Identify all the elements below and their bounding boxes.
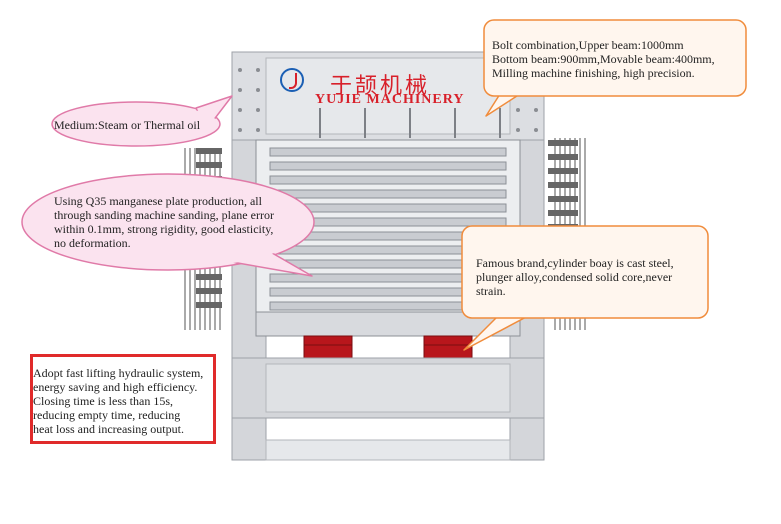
callout-line: strain. [476, 284, 506, 298]
upper-rods [319, 108, 501, 138]
callout-line: Milling machine finishing, high precisio… [492, 66, 695, 80]
left-leg [231, 417, 267, 461]
callout-hydraulic-box [30, 354, 216, 444]
callout-line: Bottom beam:900mm,Movable beam:400mm, [492, 52, 715, 66]
bubble-bolt [483, 19, 747, 117]
callout-line: Famous brand,cylinder boay is cast steel… [476, 256, 674, 270]
callout-line: plunger alloy,condensed solid core,never [476, 270, 673, 284]
brand-name-en: YUJIE MACHINERY [315, 92, 465, 107]
bubble-medium [51, 95, 233, 147]
hot-platens [269, 147, 507, 311]
callout-line: reducing empty time, reducing [33, 408, 181, 422]
callout-line: within 0.1mm, strong rigidity, good elas… [54, 222, 274, 236]
bubble-cylinder [461, 225, 709, 351]
bubble-plate [21, 173, 315, 277]
callout-plate: Using Q35 manganese plate production, al… [54, 194, 274, 250]
brand-logo-icon [280, 68, 304, 92]
right-leg [509, 417, 545, 461]
callout-line: heat loss and increasing output. [33, 422, 184, 436]
callout-line: Adopt fast lifting hydraulic system, [33, 366, 204, 380]
callout-line: through sanding machine sanding, plane e… [54, 208, 274, 222]
callout-bolt: Bolt combination,Upper beam:1000mm Botto… [492, 38, 715, 80]
callout-line: energy saving and high efficiency. [33, 380, 198, 394]
callout-line: Medium:Steam or Thermal oil [54, 118, 201, 132]
callout-line: Closing time is less than 15s, [33, 394, 174, 408]
callout-cylinder: Famous brand,cylinder boay is cast steel… [476, 256, 674, 298]
callout-hydraulic: Adopt fast lifting hydraulic system, ene… [33, 366, 203, 436]
callout-line: Using Q35 manganese plate production, al… [54, 194, 262, 208]
brand-name-cn: 于颉机械 [330, 74, 431, 99]
callout-medium: Medium:Steam or Thermal oil [54, 118, 200, 132]
callout-line: no deformation. [54, 236, 131, 250]
callout-line: Bolt combination,Upper beam:1000mm [492, 38, 684, 52]
